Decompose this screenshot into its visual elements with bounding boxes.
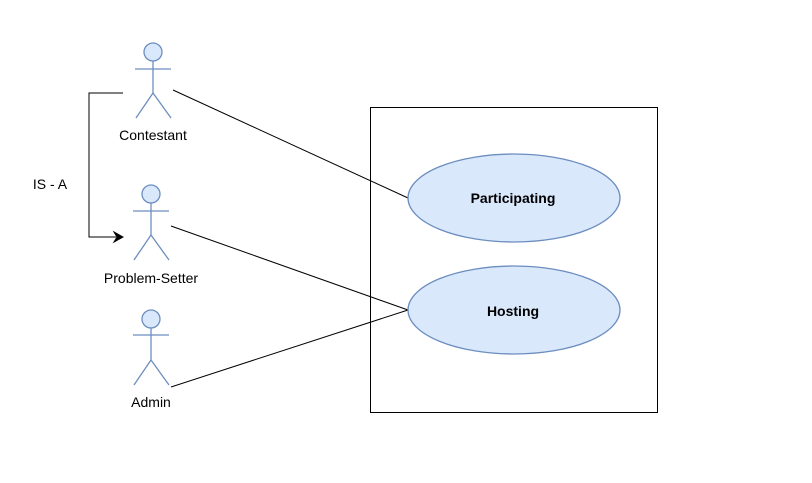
actor-left-leg	[133, 234, 152, 261]
is-a-connector	[88, 92, 123, 238]
is-a-relation[interactable]	[88, 92, 125, 244]
association-problem-setter-hosting[interactable]	[170, 225, 409, 311]
actor-label-admin: Admin	[131, 394, 171, 410]
actor-right-leg	[152, 92, 172, 119]
is-a-label: IS - A	[33, 176, 68, 192]
system-boundary[interactable]	[370, 107, 658, 413]
arrowhead-icon	[112, 230, 125, 244]
usecase-hosting[interactable]: Hosting	[407, 265, 621, 355]
actor-contestant[interactable]	[135, 42, 172, 119]
association-contestant-participating[interactable]	[172, 89, 409, 199]
actor-head	[141, 184, 161, 204]
usecase-ellipse	[407, 265, 621, 355]
usecase-label-participating: Participating	[471, 190, 556, 206]
association-admin-hosting[interactable]	[170, 309, 409, 388]
actor-head	[143, 42, 163, 62]
actor-label-contestant: Contestant	[119, 127, 187, 143]
actor-left-leg	[133, 359, 152, 386]
actor-admin[interactable]	[133, 309, 170, 386]
actor-left-leg	[135, 92, 154, 119]
actor-head	[141, 309, 161, 329]
actor-label-problem-setter: Problem-Setter	[104, 270, 198, 286]
actor-problem-setter[interactable]	[133, 184, 170, 261]
usecase-participating[interactable]: Participating	[407, 153, 621, 243]
usecase-ellipse	[407, 153, 621, 243]
actor-right-leg	[150, 359, 170, 386]
actor-right-leg	[150, 234, 170, 261]
usecase-label-hosting: Hosting	[487, 303, 539, 319]
